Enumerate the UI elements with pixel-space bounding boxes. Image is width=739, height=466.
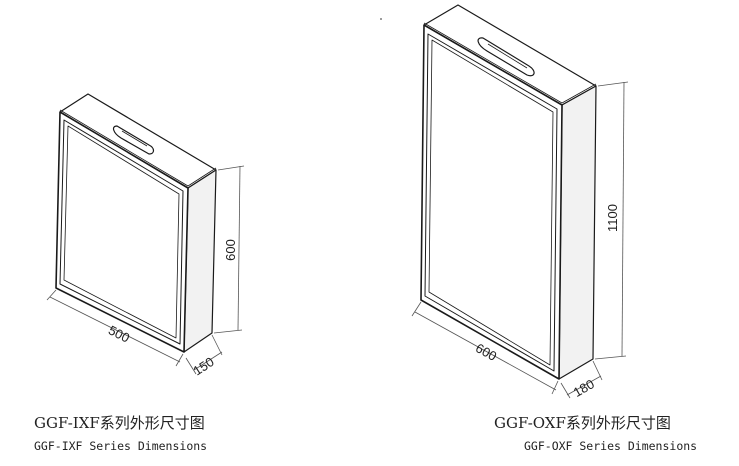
cabinet-oxf-side-face [558,85,597,380]
cabinet-ixf-door-frame [59,119,184,345]
cabinet-oxf-depth-label: 180 [571,376,597,400]
cabinet-ixf-side-face [183,169,217,353]
cabinet-oxf-width-label: 600 [473,340,499,364]
cabinet-oxf-handle-slot [477,37,535,77]
cabinet-oxf-caption-en: GGF-OXF Series Dimensions [524,439,698,453]
cabinet-oxf-drawing [420,4,597,380]
cabinet-ixf-width-label: 500 [106,322,132,345]
cabinet-oxf-door-frame [424,33,558,372]
cabinet-ixf-drawing [55,93,217,353]
cabinet-ixf-handle-slot [112,125,155,155]
cabinet-oxf-front-face [420,24,563,380]
stray-mark [380,18,382,20]
cabinet-ixf-dimensions [46,165,245,375]
cabinet-ixf-height-label: 600 [223,239,238,261]
cabinet-oxf-height-label: 1100 [605,204,620,232]
cabinet-oxf-dimensions [411,81,629,399]
cabinet-ixf-caption-en: GGF-IXF Series Dimensions [34,439,208,453]
cabinet-ixf-front-face [55,111,189,353]
cabinet-oxf-caption-cn: GGF-OXF系列外形尺寸图 [494,414,671,432]
cabinet-ixf-caption-cn: GGF-IXF系列外形尺寸图 [34,414,205,432]
